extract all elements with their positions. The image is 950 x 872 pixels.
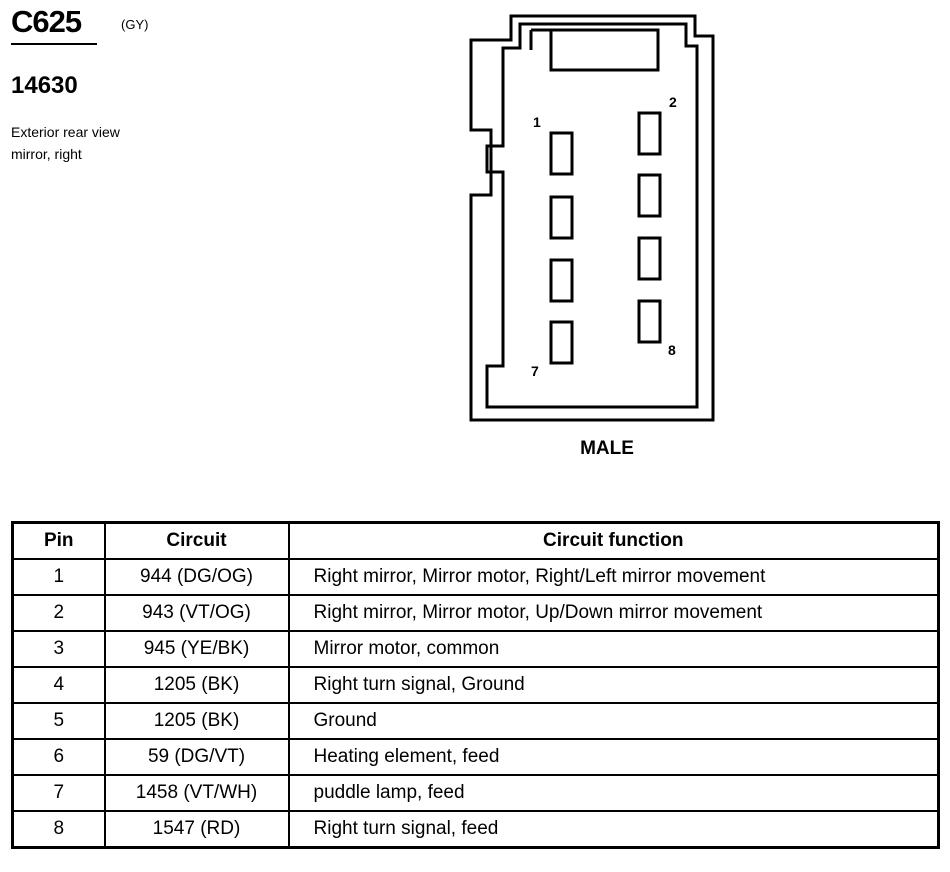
pin-slot-4 xyxy=(637,173,662,218)
table-row: 1 944 (DG/OG) Right mirror, Mirror motor… xyxy=(11,558,940,596)
table-row: 6 59 (DG/VT) Heating element, feed xyxy=(11,738,940,776)
function-cell: puddle lamp, feed xyxy=(287,774,940,812)
pin-label-8: 8 xyxy=(668,342,676,358)
pin-cell: 8 xyxy=(11,810,106,849)
circuit-cell: 1205 (BK) xyxy=(103,702,290,740)
circuit-cell: 943 (VT/OG) xyxy=(103,594,290,632)
function-cell: Right turn signal, Ground xyxy=(287,666,940,704)
circuit-cell: 59 (DG/VT) xyxy=(103,738,290,776)
connector-latch xyxy=(531,28,660,72)
pin-slot-6 xyxy=(637,236,662,281)
header-circuit-function: Circuit function xyxy=(287,521,940,560)
function-cell: Ground xyxy=(287,702,940,740)
pin-slot-8 xyxy=(637,299,662,344)
pin-label-2: 2 xyxy=(669,94,677,110)
pin-cell: 7 xyxy=(11,774,106,812)
table-row: 3 945 (YE/BK) Mirror motor, common xyxy=(11,630,940,668)
function-cell: Right mirror, Mirror motor, Up/Down mirr… xyxy=(287,594,940,632)
pin-slot-7 xyxy=(549,320,574,365)
table-row: 2 943 (VT/OG) Right mirror, Mirror motor… xyxy=(11,594,940,632)
circuit-cell: 1205 (BK) xyxy=(103,666,290,704)
circuit-cell: 944 (DG/OG) xyxy=(103,558,290,596)
description-line-2: mirror, right xyxy=(11,146,82,162)
housing-outer-outline xyxy=(469,14,715,422)
pin-cell: 5 xyxy=(11,702,106,740)
table-row: 4 1205 (BK) Right turn signal, Ground xyxy=(11,666,940,704)
pin-slot-3 xyxy=(549,195,574,240)
table-row: 7 1458 (VT/WH) puddle lamp, feed xyxy=(11,774,940,812)
pin-cell: 6 xyxy=(11,738,106,776)
pin-slot-1 xyxy=(549,131,574,176)
connector-id: C625 xyxy=(11,4,82,39)
pin-cell: 4 xyxy=(11,666,106,704)
connector-description: Exterior rear view mirror, right xyxy=(11,121,211,165)
table-row: 8 1547 (RD) Right turn signal, feed xyxy=(11,810,940,849)
table-row: 5 1205 (BK) Ground xyxy=(11,702,940,740)
pin-slot-5 xyxy=(549,258,574,303)
circuit-cell: 945 (YE/BK) xyxy=(103,630,290,668)
function-cell: Mirror motor, common xyxy=(287,630,940,668)
pinout-table: Pin Circuit Circuit function 1 944 (DG/O… xyxy=(11,521,940,849)
circuit-cell: 1547 (RD) xyxy=(103,810,290,849)
pin-cell: 2 xyxy=(11,594,106,632)
connector-gender-label: MALE xyxy=(580,438,634,459)
function-cell: Heating element, feed xyxy=(287,738,940,776)
housing-inner-outline xyxy=(485,22,699,409)
pin-label-1: 1 xyxy=(533,114,541,130)
part-number: 14630 xyxy=(11,72,78,99)
pin-cell: 1 xyxy=(11,558,106,596)
function-cell: Right turn signal, feed xyxy=(287,810,940,849)
table-header-row: Pin Circuit Circuit function xyxy=(11,521,940,560)
pin-slot-2 xyxy=(637,111,662,156)
circuit-cell: 1458 (VT/WH) xyxy=(103,774,290,812)
description-line-1: Exterior rear view xyxy=(11,124,120,140)
pin-label-7: 7 xyxy=(531,363,539,379)
function-cell: Right mirror, Mirror motor, Right/Left m… xyxy=(287,558,940,596)
pin-cell: 3 xyxy=(11,630,106,668)
connector-face-diagram: 1 2 7 8 xyxy=(469,14,715,422)
header-pin: Pin xyxy=(11,521,106,560)
connector-id-underline xyxy=(11,43,97,45)
header-circuit: Circuit xyxy=(103,521,290,560)
connector-color-code: (GY) xyxy=(121,17,149,32)
